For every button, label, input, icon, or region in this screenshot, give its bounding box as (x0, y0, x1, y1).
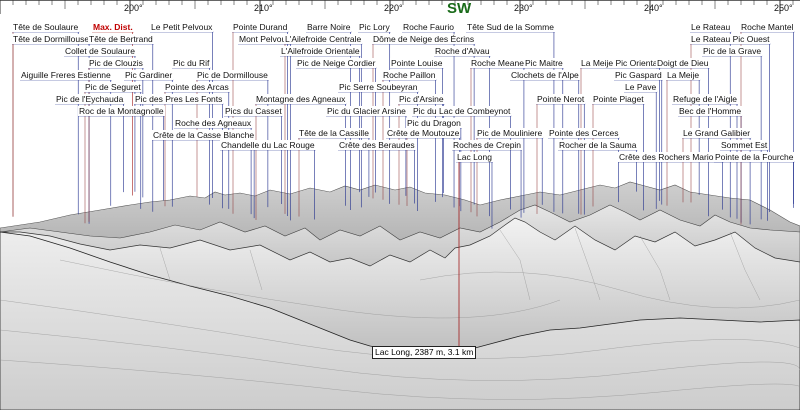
peak-label[interactable]: Crête de la Casse Blanche (152, 130, 256, 140)
compass-tick-230: 230° (514, 3, 533, 13)
peak-label[interactable]: Roche d'Alvau (434, 46, 491, 56)
peak-label[interactable]: Clochets de l'Alpe (510, 70, 580, 80)
peak-label[interactable]: Collet de Soulaure (64, 46, 136, 56)
peak-label[interactable]: Rocher de la Sauma (558, 140, 638, 150)
peak-label[interactable]: Pic de l'Eychauda (55, 94, 125, 104)
peak-label[interactable]: Pic des Pres Les Fonts (134, 94, 224, 104)
peak-label[interactable]: Roche des Agneaux (174, 118, 253, 128)
peak-label[interactable]: Pic d'Arsine (398, 94, 445, 104)
peak-label[interactable]: Tête de Bertrand (88, 34, 154, 44)
peak-label[interactable]: Crête des Beraudes (338, 140, 416, 150)
peak-label[interactable]: Le Rateau (690, 22, 732, 32)
peak-label[interactable]: Crête des Rochers Marions (618, 152, 724, 162)
peak-label[interactable]: Roches de Crepin (452, 140, 523, 150)
peak-label[interactable]: Tête de la Cassille (298, 128, 370, 138)
peak-label[interactable]: Montagne des Agneaux (255, 94, 347, 104)
peak-label[interactable]: Pointe Durand (232, 22, 289, 32)
compass-tick-220: 220° (384, 3, 403, 13)
peak-label[interactable]: Pointe Nerot (536, 94, 586, 104)
peak-label[interactable]: Pic de Dormillouse (196, 70, 269, 80)
peak-label[interactable]: Pic de Clouzis (88, 58, 144, 68)
peak-label[interactable]: Crête de Moutouze (386, 128, 461, 138)
compass-tick-250: 250° (774, 3, 793, 13)
peak-label[interactable]: Pic du Rif (172, 58, 211, 68)
peak-label[interactable]: Pic Maitre (524, 58, 564, 68)
peak-label[interactable]: Bec de l'Homme (678, 106, 743, 116)
peak-label[interactable]: Pic du Lac de Combeynot (412, 106, 512, 116)
peak-label[interactable]: Roche Paillon (382, 70, 437, 80)
peak-label[interactable]: L'Ailefroide Centrale (284, 34, 363, 44)
peak-label[interactable]: Pics du Casset (224, 106, 283, 116)
peak-label[interactable]: L'Ailefroide Orientale (280, 46, 361, 56)
compass-tick-240: 240° (644, 3, 663, 13)
peak-label[interactable]: Le Grand Galibier (682, 128, 752, 138)
compass-ticks (0, 0, 794, 14)
lac-long-callout: Lac Long, 2387 m, 3.1 km (372, 346, 477, 359)
peak-label[interactable]: La Meije Pic Oriental (580, 58, 661, 68)
peak-label[interactable]: Pointe des Cerces (548, 128, 620, 138)
peak-label[interactable]: Roc de la Montagnolle (78, 106, 165, 116)
max-distance-label[interactable]: Max. Dist. (92, 22, 134, 32)
peak-label[interactable]: Pic de Neige Cordier (296, 58, 377, 68)
peak-label[interactable]: Pic de Seguret (84, 82, 142, 92)
peak-label[interactable]: Pic Gardiner (124, 70, 174, 80)
peak-label[interactable]: Le Petit Pelvoux (150, 22, 214, 32)
peak-label[interactable]: Sommet Est (720, 140, 769, 150)
peak-label[interactable]: Pic de Mouliniere (476, 128, 544, 138)
peak-label[interactable]: Pic de la Grave (702, 46, 763, 56)
peak-label[interactable]: Pic du Glacier Arsine (326, 106, 407, 116)
peak-label[interactable]: Roche Mantel (740, 22, 795, 32)
peak-label[interactable]: Mont Pelvoux (238, 34, 292, 44)
peak-label[interactable]: Pic Lory (358, 22, 391, 32)
peak-label[interactable]: Le Rateau Pic Ouest (690, 34, 771, 44)
peak-label[interactable]: Pic Serre Soubeyran (338, 82, 419, 92)
compass-tick-200: 200° (124, 3, 143, 13)
peak-label[interactable]: Pointe Louise (390, 58, 444, 68)
compass-tick-210: 210° (254, 3, 273, 13)
peak-label[interactable]: Chandelle du Lac Rouge (220, 140, 316, 150)
peak-label[interactable]: Tête Sud de la Somme (466, 22, 555, 32)
peak-label[interactable]: Le Pave (624, 82, 658, 92)
peak-label[interactable]: Pointe Piaget (592, 94, 645, 104)
peak-label[interactable]: Barre Noire (306, 22, 352, 32)
peak-label[interactable]: Lac Long (456, 152, 493, 162)
peak-leader-lines (12, 31, 795, 229)
peak-label[interactable]: Pointe des Arcas (164, 82, 230, 92)
compass-cardinal-sw: SW (447, 0, 472, 17)
peak-label[interactable]: La Meije (666, 70, 701, 80)
peak-label[interactable]: Aiguille Freres Estienne (20, 70, 112, 80)
peak-label[interactable]: Pointe de la Fourche (714, 152, 795, 162)
peak-label[interactable]: Roche Faurio (402, 22, 456, 32)
peak-label[interactable]: Refuge de l'Aigle (672, 94, 738, 104)
peak-label[interactable]: Pic du Dragon (406, 118, 462, 128)
peak-label[interactable]: Tête de Soulaure (12, 22, 80, 32)
peak-label[interactable]: Tête de Dormillouse (12, 34, 91, 44)
peak-label[interactable]: Dôme de Neige des Écrins (372, 34, 476, 44)
peak-label[interactable]: Roche Meane (470, 58, 525, 68)
peak-label[interactable]: Pic Gaspard (614, 70, 663, 80)
peak-label[interactable]: Doigt de Dieu (656, 58, 710, 68)
